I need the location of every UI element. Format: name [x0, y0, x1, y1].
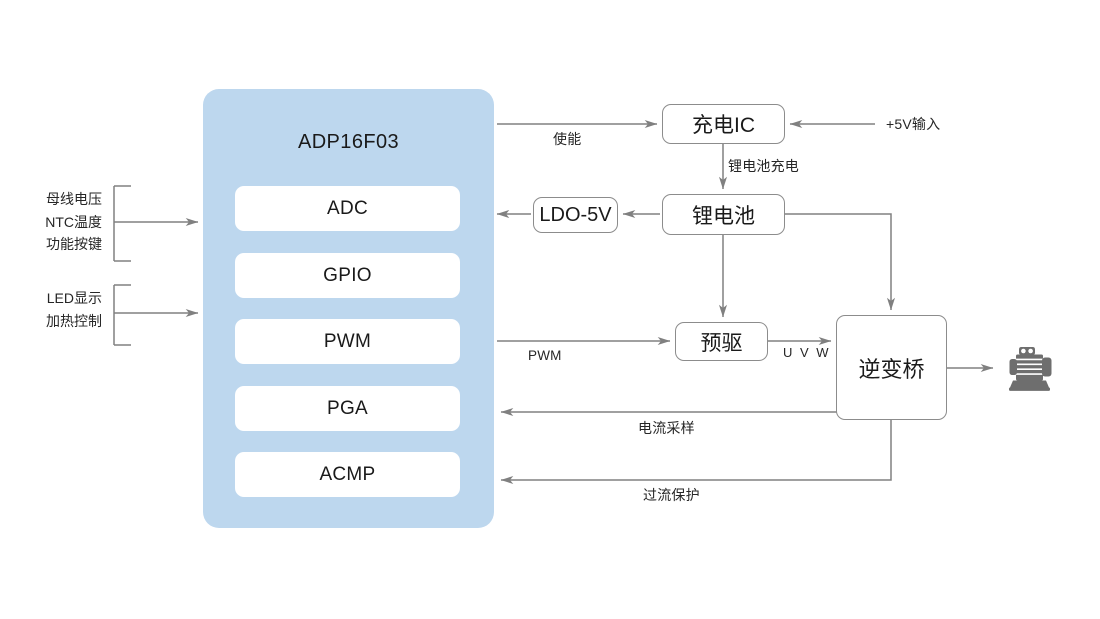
label-ntc-temp: NTC温度 [45, 213, 102, 230]
edge-label-enable: 使能 [553, 131, 582, 147]
node-pre-driver[interactable]: 预驱 [675, 322, 768, 361]
label-heating-ctrl: 加热控制 [46, 312, 102, 329]
label-led-display: LED显示 [46, 290, 102, 306]
edge-label-5v-input: +5V输入 [886, 116, 941, 132]
wire-battery-to-inverter [785, 213, 896, 311]
sensor-input-group: 母线电压 NTC温度 功能按键 [14, 188, 102, 256]
wire-over-current-to-mcu [500, 420, 892, 485]
motor-icon [1009, 347, 1052, 391]
edge-label-uvw: U V W [783, 345, 831, 360]
node-charge-ic[interactable]: 充电IC [662, 104, 785, 144]
mcu-block-acmp[interactable]: ACMP [235, 452, 460, 497]
mcu-block-pwm[interactable]: PWM [235, 319, 460, 364]
node-ldo-5v[interactable]: LDO-5V [533, 197, 618, 233]
label-bus-voltage: 母线电压 [46, 191, 102, 207]
mcu-block-pga[interactable]: PGA [235, 386, 460, 431]
mcu-title: ADP16F03 [297, 130, 400, 153]
mcu-block-gpio[interactable]: GPIO [235, 253, 460, 298]
node-inverter-bridge[interactable]: 逆变桥 [836, 315, 947, 420]
edge-label-battery-charge: 锂电池充电 [728, 158, 799, 174]
node-battery[interactable]: 锂电池 [662, 194, 785, 235]
mcu-block-adc[interactable]: ADC [235, 186, 460, 231]
output-control-group: LED显示 加热控制 [14, 287, 102, 332]
edge-label-over-current: 过流保护 [643, 487, 700, 503]
label-function-key: 功能按键 [46, 236, 102, 253]
edge-label-pwm: PWM [528, 348, 562, 363]
edge-label-current-sample: 电流采样 [638, 420, 695, 436]
